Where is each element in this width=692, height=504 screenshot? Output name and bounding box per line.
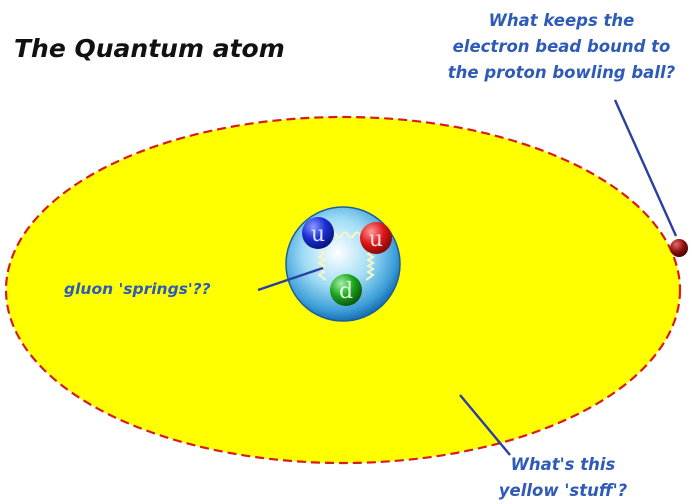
quark-up-blue-label: u <box>311 222 325 247</box>
question-yellow-stuff-line: What's this <box>510 455 616 474</box>
question-binding-line: What keeps the <box>488 11 635 30</box>
pointer-line-gluon <box>257 266 324 292</box>
gluon-spring-top <box>329 231 361 239</box>
quark-up-red <box>360 222 392 254</box>
orbit-path <box>4 115 682 465</box>
gluon-spring-right <box>365 249 375 281</box>
question-yellow-stuff: What's this yellow 'stuff'? <box>478 452 648 504</box>
quark-up-blue <box>302 217 334 249</box>
diagram-title: The Quantum atom <box>14 34 285 63</box>
question-binding: What keeps the electron bead bound to th… <box>434 8 689 86</box>
question-yellow-stuff-line: yellow 'stuff'? <box>498 481 628 500</box>
gluon-spring-left <box>317 249 327 281</box>
question-binding-line: electron bead bound to <box>452 37 671 56</box>
quark-up-red-label: u <box>369 227 383 252</box>
proton: u u d <box>285 206 401 322</box>
quark-down-green-label: d <box>339 279 353 304</box>
pointer-line-electron <box>613 99 678 237</box>
question-binding-line: the proton bowling ball? <box>447 63 676 82</box>
electron-bead <box>670 239 688 257</box>
gluon-label: gluon 'springs'?? <box>64 280 211 298</box>
quark-down-green <box>330 274 362 306</box>
pointer-line-yellow-stuff <box>459 394 511 456</box>
